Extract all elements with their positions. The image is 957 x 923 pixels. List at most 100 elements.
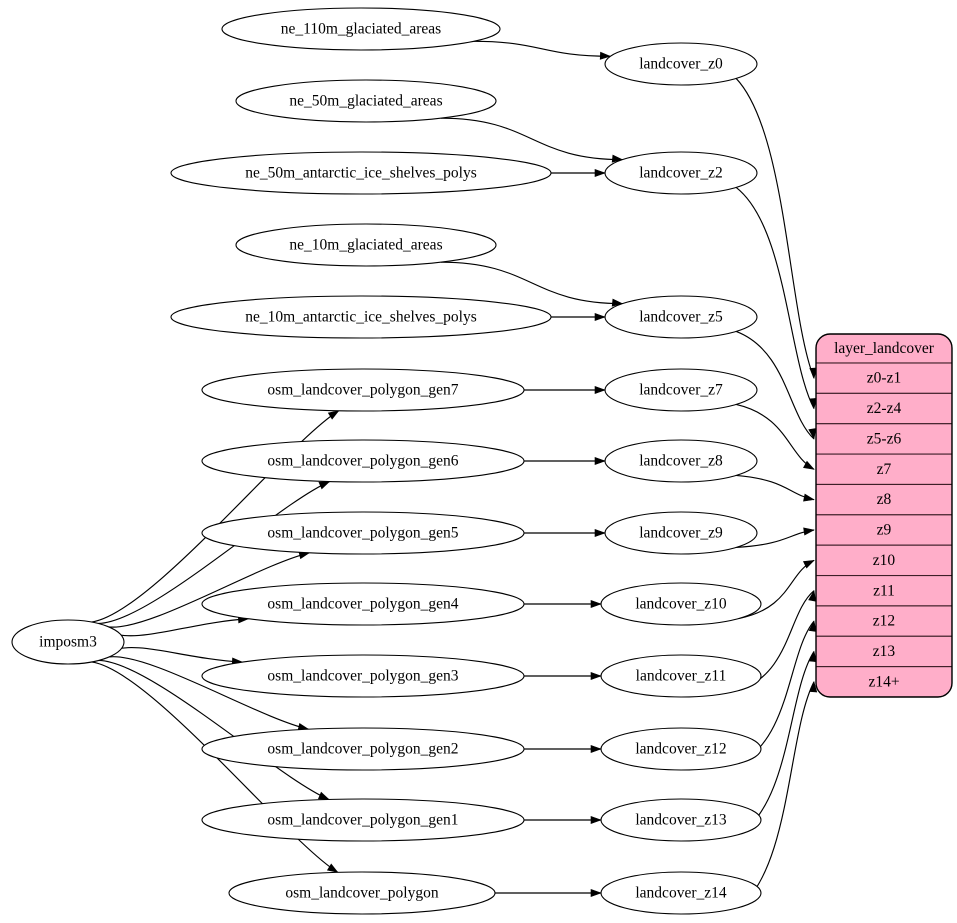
node-ne_50m_glaciated_areas[interactable]: ne_50m_glaciated_areas (235, 79, 497, 123)
node-landcover_z13[interactable]: landcover_z13 (600, 798, 762, 842)
edge-arrowhead (594, 456, 606, 466)
node-ellipse (604, 439, 758, 483)
node-landcover_z11[interactable]: landcover_z11 (600, 654, 762, 698)
node-ne_10m_glaciated_areas[interactable]: ne_10m_glaciated_areas (235, 223, 497, 267)
node-ellipse (600, 582, 762, 626)
layer-table-row[interactable] (816, 666, 952, 697)
layer-landcover-table: layer_landcoverz0-z1z2-z4z5-z6z7z8z9z10z… (815, 333, 953, 698)
edge-arrowhead (809, 680, 818, 693)
edge (98, 481, 330, 625)
edge (441, 117, 623, 161)
layer-table-row[interactable] (816, 574, 952, 607)
node-ellipse (201, 368, 525, 412)
edge-arrowhead (599, 51, 612, 60)
node-ellipse (600, 654, 762, 698)
layer-table-row[interactable] (816, 392, 952, 425)
node-ellipse (604, 511, 758, 555)
node-ellipse (201, 439, 525, 483)
edge (109, 656, 309, 730)
node-landcover_z14[interactable]: landcover_z14 (600, 871, 762, 915)
edge-arrowhead (594, 528, 606, 538)
edge-arrowhead (808, 428, 817, 440)
node-osm_landcover_polygon[interactable]: osm_landcover_polygon (228, 871, 496, 915)
layer-table-outline (815, 333, 953, 698)
layer-table-row[interactable] (816, 483, 952, 516)
edge-arrowhead (803, 493, 815, 502)
layer-table-row[interactable] (816, 514, 952, 546)
edge-arrowhead (594, 312, 606, 322)
edge-arrowhead (590, 888, 602, 898)
node-osm_landcover_polygon_gen1[interactable]: osm_landcover_polygon_gen1 (201, 798, 525, 842)
node-landcover_z0[interactable]: landcover_z0 (604, 42, 758, 86)
layer-table-row[interactable] (816, 362, 952, 394)
node-ellipse (170, 151, 552, 195)
node-osm_landcover_polygon_gen5[interactable]: osm_landcover_polygon_gen5 (201, 511, 525, 555)
node-ne_110m_glaciated_areas[interactable]: ne_110m_glaciated_areas (221, 7, 501, 51)
node-ellipse (604, 42, 758, 86)
node-ellipse (201, 511, 525, 555)
edge (98, 659, 330, 801)
node-ellipse (201, 654, 525, 698)
node-ellipse (235, 223, 497, 267)
node-ellipse (604, 151, 758, 195)
edge-arrowhead (327, 410, 340, 420)
layer-table-row[interactable] (816, 605, 952, 637)
layer-table-row[interactable] (816, 423, 952, 455)
node-osm_landcover_polygon_gen7[interactable]: osm_landcover_polygon_gen7 (201, 368, 525, 412)
node-ellipse (221, 7, 501, 51)
edge-arrowhead (808, 650, 817, 663)
edge-arrowhead (808, 620, 817, 632)
node-ellipse (235, 79, 497, 123)
edge-arrowhead (590, 671, 602, 681)
edge (735, 330, 815, 440)
edge-arrowhead (318, 481, 331, 490)
edge (121, 618, 249, 637)
edge-arrowhead (590, 599, 602, 609)
node-ellipse (11, 619, 125, 665)
node-landcover_z5[interactable]: landcover_z5 (604, 295, 758, 339)
edge-arrowhead (803, 460, 815, 470)
nodes-layer: ne_110m_glaciated_areas ne_50m_glaciated_… (11, 7, 762, 915)
edge-arrowhead (802, 559, 815, 569)
node-osm_landcover_polygon_gen2[interactable]: osm_landcover_polygon_gen2 (201, 727, 525, 771)
node-imposm3[interactable]: imposm3 (11, 619, 125, 665)
node-ellipse (170, 295, 552, 339)
node-landcover_z2[interactable]: landcover_z2 (604, 151, 758, 195)
node-ellipse (201, 798, 525, 842)
edge-arrowhead (590, 815, 602, 825)
edge (441, 261, 623, 305)
edge (736, 474, 815, 501)
node-ellipse (228, 871, 496, 915)
edge-arrowhead (594, 385, 606, 395)
edge-arrowhead (590, 744, 602, 754)
node-landcover_z9[interactable]: landcover_z9 (604, 511, 758, 555)
edge (735, 78, 815, 379)
edge (121, 647, 243, 663)
edge-arrowhead (326, 863, 339, 873)
node-osm_landcover_polygon_gen3[interactable]: osm_landcover_polygon_gen3 (201, 654, 525, 698)
node-landcover_z8[interactable]: landcover_z8 (604, 439, 758, 483)
edge-arrowhead (317, 791, 330, 800)
node-ne_50m_antarctic_ice_shelves_polys[interactable]: ne_50m_antarctic_ice_shelves_polys (170, 151, 552, 195)
node-ellipse (201, 582, 525, 626)
node-ellipse (600, 727, 762, 771)
edge (108, 552, 310, 628)
node-osm_landcover_polygon_gen6[interactable]: osm_landcover_polygon_gen6 (201, 439, 525, 483)
node-landcover_z7[interactable]: landcover_z7 (604, 368, 758, 412)
layer-table-header-cell (816, 334, 952, 364)
edge-arrowhead (808, 589, 817, 602)
edge (735, 186, 815, 409)
node-landcover_z12[interactable]: landcover_z12 (600, 727, 762, 771)
layer-table-row[interactable] (816, 453, 952, 486)
edges-layer (91, 40, 818, 908)
edge-arrowhead (594, 168, 606, 178)
layer-table-row[interactable] (816, 635, 952, 668)
edge (473, 40, 611, 57)
node-osm_landcover_polygon_gen4[interactable]: osm_landcover_polygon_gen4 (201, 582, 525, 626)
node-ellipse (600, 798, 762, 842)
node-landcover_z10[interactable]: landcover_z10 (600, 582, 762, 626)
node-ne_10m_antarctic_ice_shelves_polys[interactable]: ne_10m_antarctic_ice_shelves_polys (170, 295, 552, 339)
layer-table-row[interactable] (816, 544, 952, 577)
